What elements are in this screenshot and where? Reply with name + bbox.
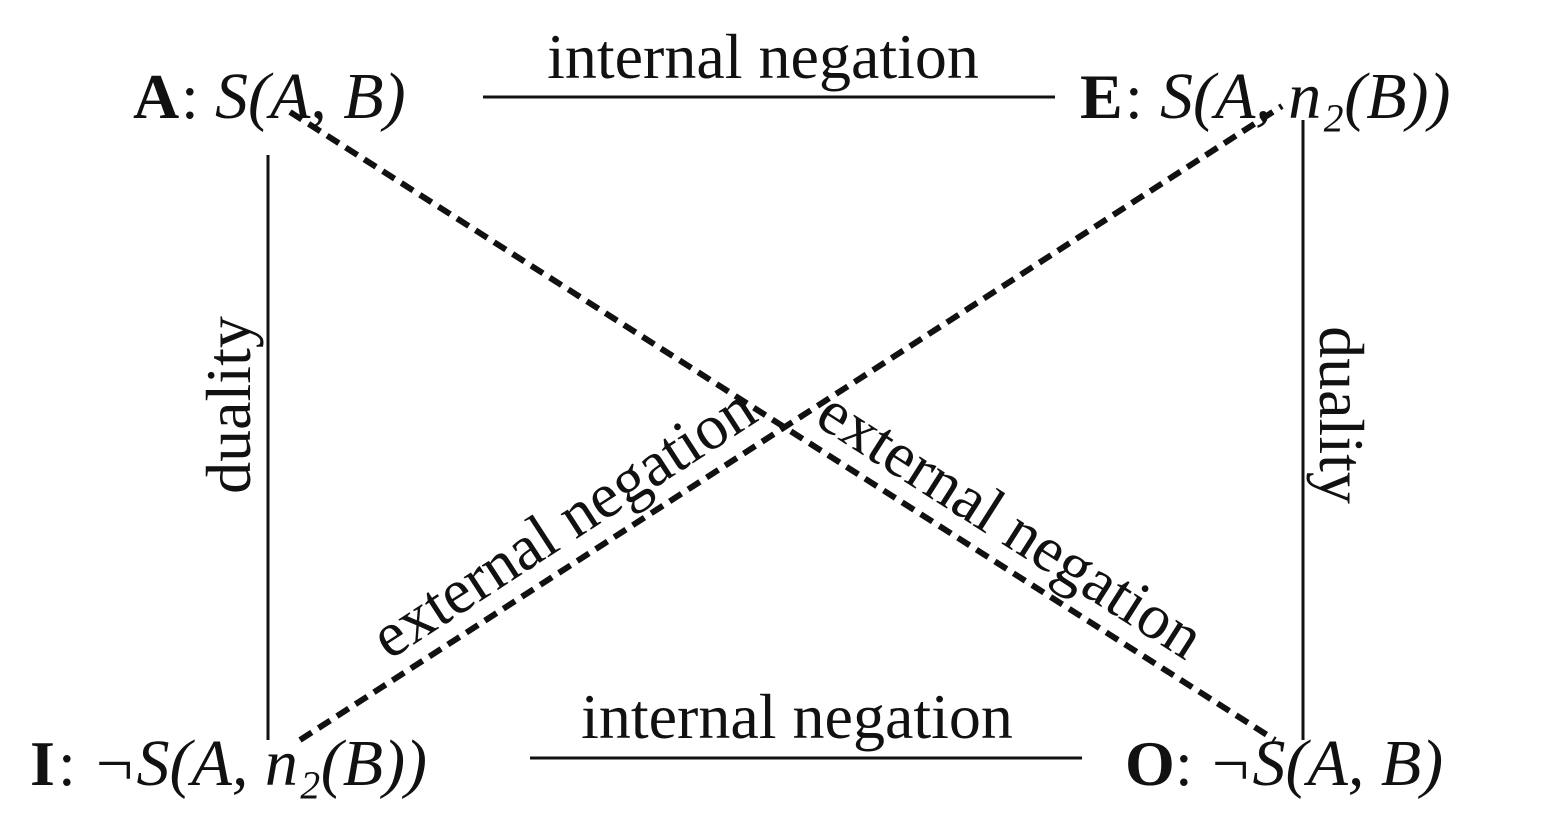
node-e-sep: : [1125, 61, 1143, 132]
node-e-letter: E [1080, 61, 1123, 132]
edge-diagonal-i-e-label: external negation [358, 372, 768, 673]
edge-top-label: internal negation [547, 21, 979, 92]
node-o: O : ¬S(A, B) [1125, 727, 1443, 800]
node-o-formula: ¬S(A, B) [1208, 727, 1443, 800]
edge-diagonal-i-e [298, 103, 1284, 743]
node-i-letter: I [30, 728, 55, 799]
node-e: E : S(A, n₂(B)) [1080, 60, 1451, 133]
node-a: A : S(A, B) [133, 60, 406, 133]
node-i: I : ¬S(A, n₂(B)) [30, 727, 427, 800]
node-a-letter: A [133, 61, 179, 132]
edge-bottom-label: internal negation [581, 681, 1013, 752]
edge-left-label: duality [193, 316, 264, 494]
node-a-formula: S(A, B) [215, 60, 406, 133]
edge-diagonal-a-o-label: external negation [805, 375, 1216, 673]
node-o-sep: : [1175, 728, 1193, 799]
node-a-sep: : [181, 61, 199, 132]
edge-right-label: duality [1306, 326, 1377, 504]
node-i-formula: ¬S(A, n₂(B)) [92, 727, 427, 800]
node-o-letter: O [1125, 728, 1175, 799]
node-e-formula: S(A, n₂(B)) [1160, 60, 1451, 133]
node-i-sep: : [58, 728, 76, 799]
